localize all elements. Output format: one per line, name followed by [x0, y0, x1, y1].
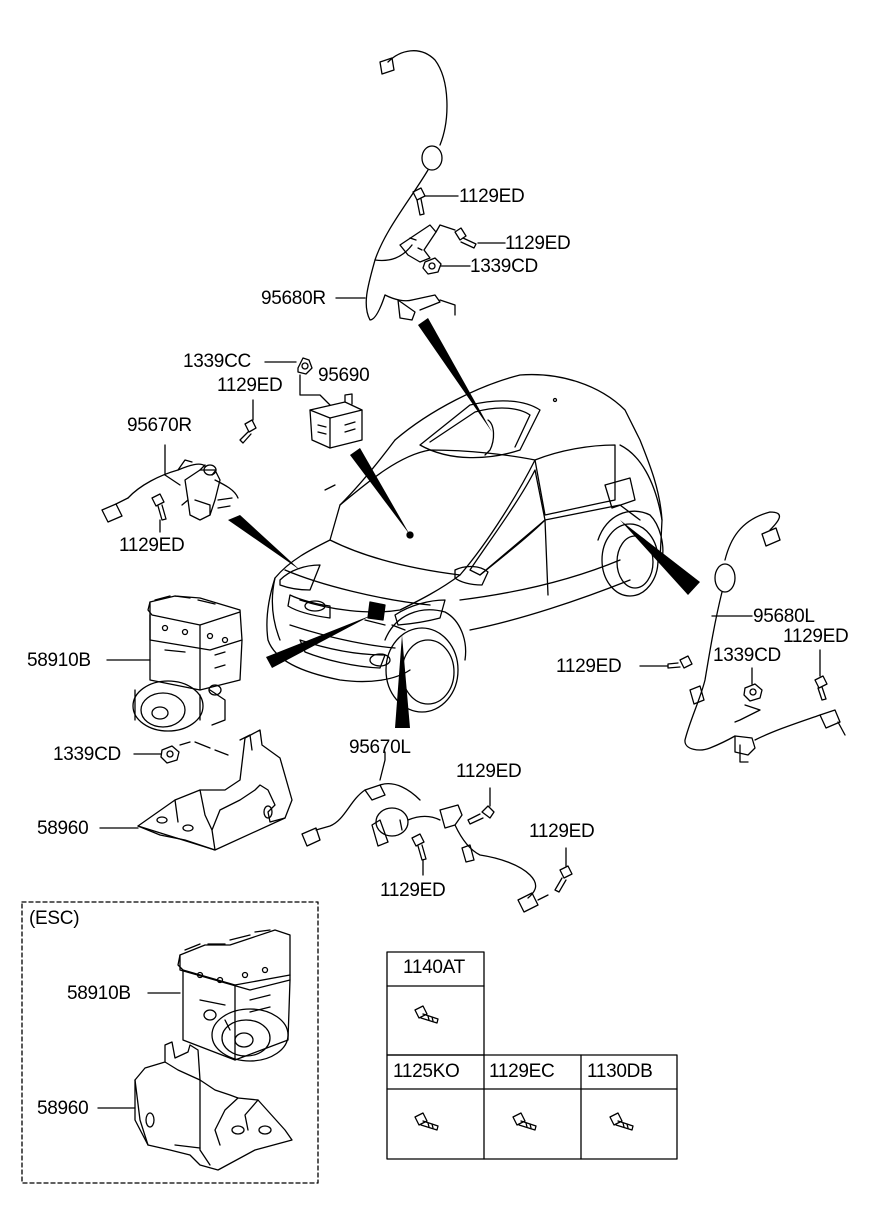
- front-left-wheel-sensor: [301, 751, 549, 913]
- part-label: 58960: [37, 1098, 89, 1119]
- part-label: 1129ED: [459, 186, 525, 207]
- nut-icon: [743, 683, 763, 702]
- part-label: 1129ED: [380, 880, 446, 901]
- bolt-icon: [411, 833, 427, 861]
- screw-icon: [414, 1112, 439, 1131]
- sensor-module-95690: [309, 393, 363, 449]
- table-header-cell: 1140AT: [403, 957, 465, 978]
- car-illustration: [266, 373, 664, 713]
- esc-title: (ESC): [29, 908, 80, 929]
- bolt-icon: [151, 493, 167, 521]
- bolt-icon: [454, 227, 477, 249]
- screw-icon: [414, 1005, 439, 1024]
- bolt-icon: [467, 805, 495, 825]
- bolt-icon: [667, 655, 693, 669]
- bolt-icon: [814, 675, 828, 701]
- part-label: 95680R: [261, 288, 326, 309]
- bolt-icon: [554, 865, 573, 893]
- rear-left-wheel-sensor: [684, 511, 846, 763]
- bolt-icon: [412, 187, 426, 216]
- nut-icon: [160, 745, 180, 764]
- part-label: 1129ED: [529, 821, 595, 842]
- fastener-table: [386, 951, 678, 1160]
- esc-variant-box: [21, 901, 319, 1184]
- abs-hecu-unit: [132, 595, 243, 732]
- part-label: 58910B: [27, 650, 91, 671]
- part-label: 95670R: [127, 415, 192, 436]
- part-label: 1339CC: [183, 351, 251, 372]
- part-label: 1339CD: [470, 256, 538, 277]
- part-label: 95690: [318, 365, 370, 386]
- part-label: 1129ED: [783, 626, 849, 647]
- screw-icon: [512, 1112, 537, 1131]
- part-label: 1339CD: [53, 744, 121, 765]
- table-header-cell: 1125KO: [393, 1061, 460, 1082]
- part-label: 58910B: [67, 983, 131, 1004]
- nut-icon: [422, 257, 442, 275]
- part-label: 1129ED: [456, 761, 522, 782]
- part-label: 1129ED: [556, 656, 622, 677]
- screw-icon: [609, 1112, 634, 1131]
- bolt-icon: [239, 419, 257, 444]
- table-header-cell: 1129EC: [489, 1061, 555, 1082]
- part-label: 1129ED: [505, 233, 571, 254]
- part-label: 95680L: [753, 606, 815, 627]
- abs-bracket: [137, 729, 293, 851]
- table-header-cell: 1130DB: [587, 1061, 653, 1082]
- esc-bracket: [134, 1041, 293, 1171]
- part-label: 1129ED: [119, 535, 185, 556]
- esc-hecu-unit: [177, 929, 291, 1062]
- part-label: 1129ED: [217, 375, 283, 396]
- part-label: 1339CD: [713, 645, 781, 666]
- front-right-wheel-sensor: [101, 459, 239, 523]
- part-label: 95670L: [349, 737, 411, 758]
- part-label: 58960: [37, 818, 89, 839]
- rear-right-wheel-sensor: [365, 50, 456, 321]
